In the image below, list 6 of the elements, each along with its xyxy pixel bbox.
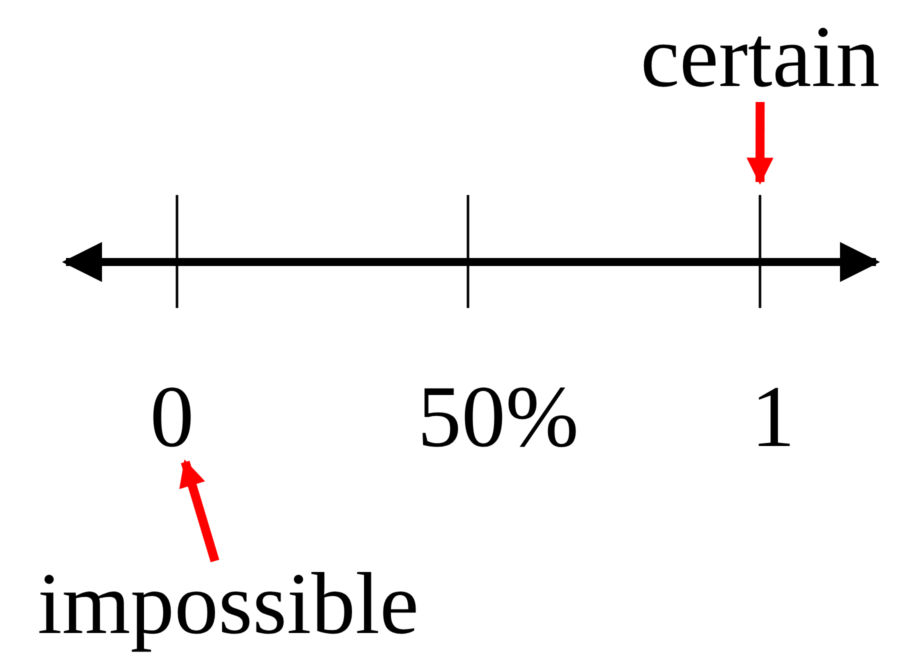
tick-value: 50%: [418, 374, 579, 462]
tick-value: 0: [150, 374, 194, 462]
tick-value: 1: [751, 374, 795, 462]
leader-arrow: [746, 102, 774, 185]
leader-arrow: [179, 459, 220, 562]
label-text: certain: [640, 14, 880, 102]
